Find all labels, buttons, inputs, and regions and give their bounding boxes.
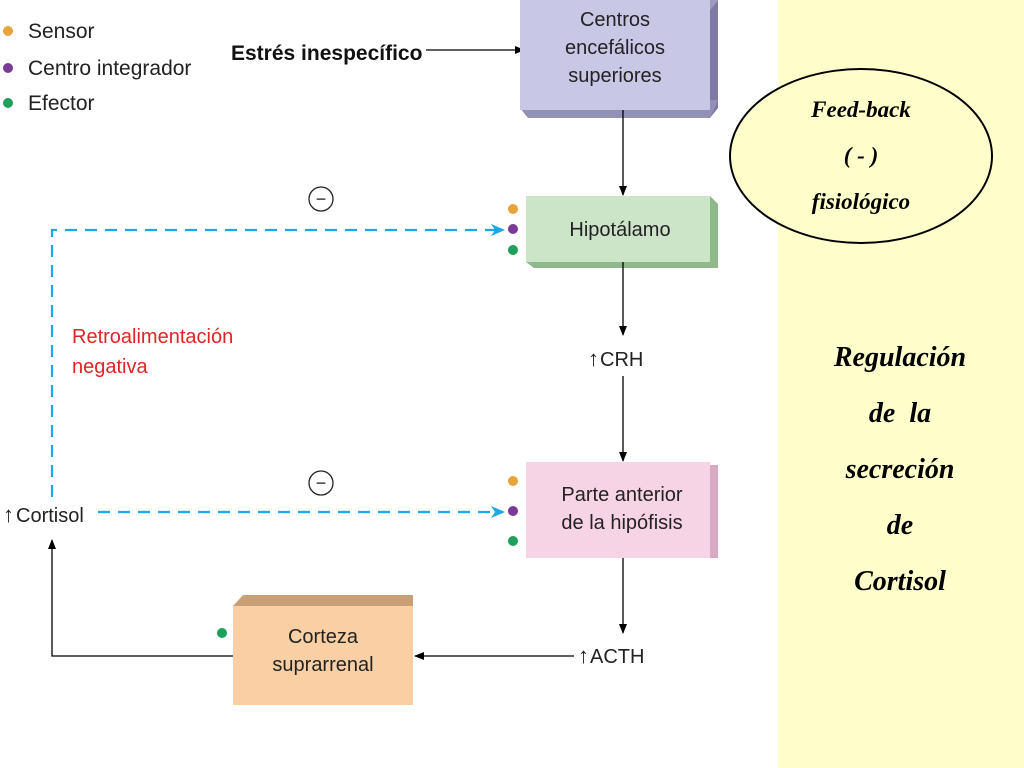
title-line-3: secreción: [845, 454, 955, 485]
hipofisis-box: Parte anterior de la hipófisis: [526, 462, 718, 558]
feedback-ellipse-line-3: fisiológico: [811, 189, 911, 214]
hipofisis-box-face: [526, 462, 710, 558]
hipotalamo-effector-dot: [508, 245, 518, 255]
cortisol-label: Cortisol: [16, 505, 84, 527]
centros-line-1: Centros: [580, 9, 650, 31]
integrator-legend-dot: [3, 63, 13, 73]
regulation-title: Regulación de la secreción de Cortisol: [782, 330, 1018, 610]
title-line-4: de: [886, 510, 914, 541]
bottom-cutoff: [0, 722, 778, 768]
sensor-legend-dot: [3, 26, 13, 36]
centros-line-3: superiores: [568, 65, 661, 87]
hipofisis-effector-dot: [508, 536, 518, 546]
hipotalamo-integrator-dot: [508, 224, 518, 234]
effector-legend-dot: [3, 98, 13, 108]
centros-line-2: encefálicos: [565, 37, 665, 59]
feedback-text-line-1: Retroalimentación: [72, 326, 233, 348]
corteza-box-face: [233, 606, 413, 705]
corteza-line-1: Corteza: [288, 626, 359, 648]
effector-legend-label: Efector: [28, 92, 95, 115]
arrow-corteza-to-cortisol: [48, 539, 233, 657]
title-line-2: de la: [868, 398, 932, 429]
crh-label: CRH: [600, 349, 643, 371]
title-line-1: Regulación: [833, 342, 967, 373]
hipotalamo-label: Hipotálamo: [569, 219, 670, 241]
stress-label: Estrés inespecífico: [231, 42, 422, 65]
feedback-to-hipotalamo-arrow: [50, 224, 505, 497]
corteza-suprarrenal-box: Corteza suprarrenal: [233, 595, 413, 705]
sensor-legend-label: Sensor: [28, 20, 95, 43]
corteza-line-2: suprarrenal: [272, 654, 373, 676]
acth-label: ACTH: [590, 646, 644, 668]
hipofisis-sensor-dot: [508, 476, 518, 486]
corteza-effector-dot: [217, 628, 227, 638]
hipofisis-integrator-dot: [508, 506, 518, 516]
hipotalamo-sensor-dot: [508, 204, 518, 214]
hipotalamo-box-face: [526, 196, 710, 262]
inhibition-icon-hipotalamo: −: [308, 186, 334, 212]
hipotalamo-box: Hipotálamo: [526, 196, 718, 268]
cortisol-increase-arrow: ↑: [3, 502, 14, 527]
hipofisis-line-2: de la hipófisis: [561, 512, 682, 534]
feedback-ellipse-line-1: Feed-back: [811, 97, 911, 122]
legend: Sensor Centro integrador Efector: [3, 20, 191, 115]
centros-encefalicos-box: Centros encefálicos superiores: [520, 0, 718, 118]
feedback-ellipse: Feed-back ( - ) fisiológico: [729, 68, 993, 244]
inhibition-symbol-1: −: [316, 189, 327, 209]
centros-box-face: [520, 0, 710, 110]
crh-increase-arrow: ↑: [588, 346, 599, 371]
feedback-ellipse-line-2: ( - ): [843, 143, 879, 168]
inhibition-icon-hipofisis: −: [308, 470, 334, 496]
hipofisis-line-1: Parte anterior: [561, 484, 683, 506]
title-line-5: Cortisol: [854, 566, 946, 597]
feedback-text-line-2: negativa: [72, 356, 148, 378]
inhibition-symbol-2: −: [316, 473, 327, 493]
integrator-legend-label: Centro integrador: [28, 57, 191, 80]
acth-increase-arrow: ↑: [578, 643, 589, 668]
